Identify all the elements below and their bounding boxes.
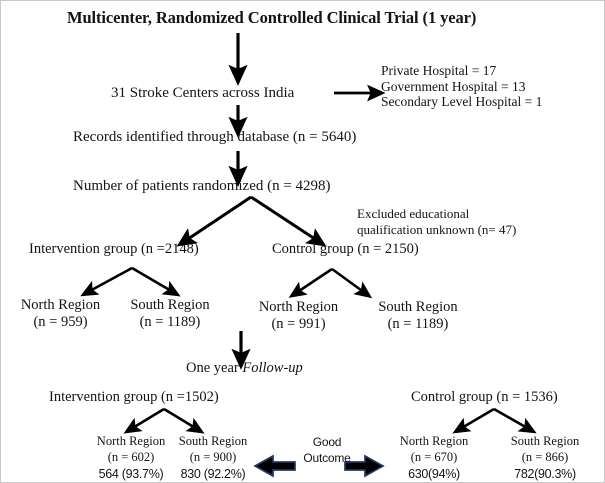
node-baseline-intervention-group: Intervention group (n =2148) [29, 241, 199, 257]
node-followup-intervention-south: South Region (n = 900) 830 (92.2%) [161, 433, 265, 482]
connector-control-to-south [331, 267, 373, 299]
good-outcome-line-1: Good [312, 435, 342, 449]
region-count: (n = 1189) [387, 315, 449, 332]
connector-fu-control-to-south [493, 407, 537, 434]
excluded-line-1: Excluded educational [357, 206, 470, 221]
region-count: (n = 959) [33, 313, 88, 330]
connector-intervention-to-north [80, 266, 133, 297]
region-count: (n = 670) [410, 450, 458, 465]
node-baseline-control-north: North Region (n = 991) [246, 299, 351, 332]
connector-intervention-to-south [131, 266, 181, 297]
node-baseline-control-south: South Region (n = 1189) [363, 299, 473, 332]
region-count: (n = 866) [521, 450, 569, 465]
region-count: (n = 602) [107, 450, 155, 465]
node-patients-randomized: Number of patients randomized (n = 4298) [73, 178, 331, 194]
connector-control-to-north [288, 267, 333, 298]
hospital-breakdown-item-secondary: Secondary Level Hospital = 1 [381, 94, 543, 110]
region-count: (n = 991) [271, 315, 326, 332]
region-outcome: 630(94%) [408, 466, 460, 481]
region-name: South Region [130, 297, 210, 313]
node-stroke-centers: 31 Stroke Centers across India [111, 85, 295, 101]
node-baseline-intervention-south: South Region (n = 1189) [115, 297, 225, 330]
region-name: South Region [178, 434, 248, 448]
node-one-year-followup: One year Follow-up [186, 360, 303, 377]
region-name: North Region [399, 434, 469, 448]
node-followup-control-group: Control group (n = 1536) [411, 389, 558, 405]
connector-fu-control-to-north [452, 407, 495, 434]
region-outcome: 782(90.3%) [514, 466, 576, 481]
node-followup-control-north: North Region (n = 670) 630(94%) [382, 433, 486, 482]
region-outcome: 564 (93.7%) [98, 466, 164, 481]
excluded-line-2: qualification unknown (n= 47) [357, 221, 517, 237]
connector-randomized-to-control [250, 195, 327, 247]
hospital-breakdown-list: Private Hospital = 17 Government Hospita… [381, 63, 542, 110]
followup-label-plain: One year [186, 360, 243, 376]
connector-fu-intervention-to-north [123, 407, 165, 434]
region-name: South Region [378, 299, 458, 315]
region-outcome: 830 (92.2%) [180, 466, 246, 481]
hospital-breakdown-item-government: Government Hospital = 13 [381, 78, 526, 94]
node-followup-intervention-group: Intervention group (n =1502) [49, 389, 219, 405]
node-followup-intervention-north: North Region (n = 602) 564 (93.7%) [79, 433, 183, 482]
page-title: Multicenter, Randomized Controlled Clini… [67, 8, 477, 27]
region-name: North Region [20, 297, 101, 313]
hospital-breakdown-item-private: Private Hospital = 17 [381, 63, 497, 78]
node-records-identified: Records identified through database (n =… [73, 129, 357, 145]
region-count: (n = 1189) [139, 313, 201, 330]
connector-randomized-to-intervention [176, 195, 252, 247]
connector-fu-intervention-to-south [163, 407, 205, 434]
region-count: (n = 900) [189, 450, 237, 465]
node-baseline-control-group: Control group (n = 2150) [272, 241, 419, 257]
region-name: North Region [96, 434, 166, 448]
region-name: South Region [510, 434, 580, 448]
node-excluded: Excluded educational qualification unkno… [357, 206, 516, 238]
region-name: North Region [258, 299, 339, 315]
node-baseline-intervention-north: North Region (n = 959) [8, 297, 113, 330]
node-followup-control-south: South Region (n = 866) 782(90.3%) [493, 433, 597, 482]
good-outcome-line-2: Outcome [303, 451, 351, 466]
followup-label-italic: Follow-up [242, 360, 303, 376]
good-outcome-label: Good Outcome [296, 434, 358, 466]
